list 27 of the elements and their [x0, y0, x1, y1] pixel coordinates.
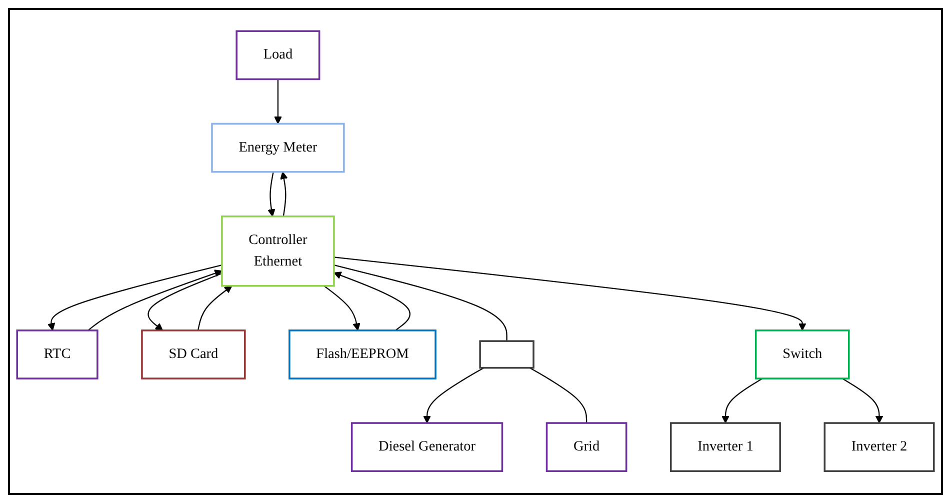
node-box: Energy Meter	[211, 123, 345, 174]
node-box: RTC	[16, 330, 98, 380]
arrow	[88, 270, 222, 332]
node-box: Load	[236, 30, 320, 80]
arrow	[280, 172, 288, 217]
arrow	[47, 264, 222, 332]
arrow	[722, 378, 763, 424]
arrow	[324, 286, 360, 332]
arrow	[274, 80, 282, 124]
node-box: Diesel Generator	[350, 422, 504, 472]
arrow	[268, 172, 276, 218]
node-box: Inverter 2	[824, 422, 935, 472]
arrow	[842, 378, 884, 424]
connector	[334, 264, 508, 342]
node-box: Inverter 1	[670, 422, 781, 472]
node-box: Controller Ethernet	[221, 216, 335, 288]
node-box	[479, 340, 534, 370]
arrow	[334, 272, 410, 332]
connector	[530, 368, 588, 424]
arrow	[198, 286, 232, 331]
node-box: Grid	[546, 422, 628, 472]
arrow	[148, 273, 222, 332]
node-box: SD Card	[141, 330, 246, 380]
node-box: Flash/EEPROM	[288, 330, 436, 380]
arrow	[334, 257, 806, 332]
arrow	[423, 368, 484, 424]
node-box: Switch	[754, 330, 850, 380]
